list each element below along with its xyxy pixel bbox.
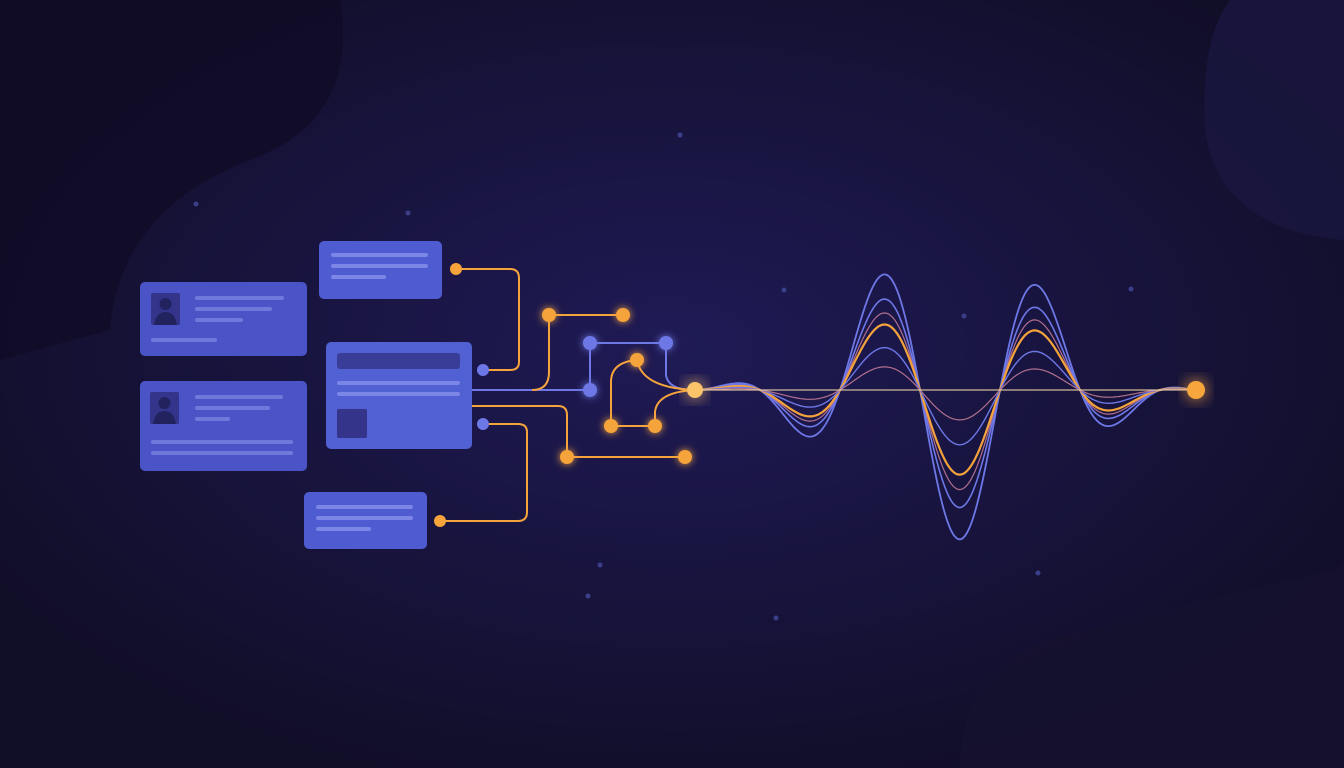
connector-line bbox=[456, 268, 520, 371]
background-blob bbox=[960, 560, 1344, 768]
particle bbox=[405, 210, 411, 216]
text-line bbox=[151, 440, 293, 444]
node-orange bbox=[648, 419, 662, 433]
node-orange bbox=[678, 450, 692, 464]
node-blue bbox=[659, 336, 673, 350]
text-line bbox=[331, 253, 428, 257]
particle bbox=[1128, 286, 1134, 292]
card-top bbox=[319, 241, 442, 299]
text-line bbox=[331, 264, 428, 268]
background-blob bbox=[1204, 0, 1344, 240]
text-line bbox=[195, 296, 284, 300]
node-orange bbox=[434, 515, 446, 527]
text-line bbox=[195, 417, 230, 421]
connector-line bbox=[589, 342, 666, 390]
wave-end-node bbox=[1187, 381, 1205, 399]
wave-start-node bbox=[687, 382, 703, 398]
particle bbox=[193, 201, 199, 207]
background-blob bbox=[0, 0, 344, 360]
wave-line bbox=[696, 298, 1194, 509]
particle bbox=[773, 615, 779, 621]
connector-line bbox=[472, 405, 685, 458]
particle bbox=[585, 593, 591, 599]
image-placeholder-icon bbox=[337, 409, 367, 438]
text-line bbox=[316, 505, 413, 509]
wave-line bbox=[696, 273, 1194, 541]
text-line bbox=[316, 516, 413, 520]
text-line bbox=[331, 275, 386, 279]
wave-line bbox=[697, 366, 1194, 421]
text-line bbox=[195, 318, 243, 322]
wave-line bbox=[696, 312, 1194, 491]
text-line bbox=[195, 395, 283, 399]
card-bottom bbox=[304, 492, 427, 549]
profile-card-1 bbox=[140, 282, 307, 356]
text-line bbox=[316, 527, 371, 531]
particles bbox=[193, 132, 1134, 621]
particle bbox=[677, 132, 683, 138]
wave-line bbox=[696, 323, 1194, 476]
text-line bbox=[337, 381, 460, 385]
text-line bbox=[151, 451, 293, 455]
particle bbox=[781, 287, 787, 293]
text-line bbox=[195, 406, 270, 410]
connector-line bbox=[610, 359, 696, 427]
node-blue bbox=[583, 336, 597, 350]
node-blue bbox=[477, 418, 489, 430]
text-line bbox=[151, 338, 217, 342]
card-center bbox=[326, 342, 472, 449]
node-orange bbox=[604, 419, 618, 433]
particle bbox=[961, 313, 967, 319]
text-line bbox=[337, 392, 460, 396]
node-blue bbox=[477, 364, 489, 376]
text-line bbox=[195, 307, 272, 311]
connectors bbox=[440, 268, 696, 522]
profile-card-2 bbox=[140, 381, 307, 471]
wave-line bbox=[696, 346, 1194, 446]
node-orange bbox=[450, 263, 462, 275]
particle bbox=[597, 562, 603, 568]
node-orange bbox=[560, 450, 574, 464]
node-blue bbox=[583, 383, 597, 397]
particle bbox=[1035, 570, 1041, 576]
node-orange bbox=[542, 308, 556, 322]
waveform bbox=[696, 273, 1194, 541]
connector-line bbox=[531, 315, 550, 391]
node-orange bbox=[616, 308, 630, 322]
nodes bbox=[434, 263, 1205, 527]
title-bar bbox=[337, 353, 460, 369]
node-orange bbox=[630, 353, 644, 367]
connector-line bbox=[440, 423, 528, 522]
